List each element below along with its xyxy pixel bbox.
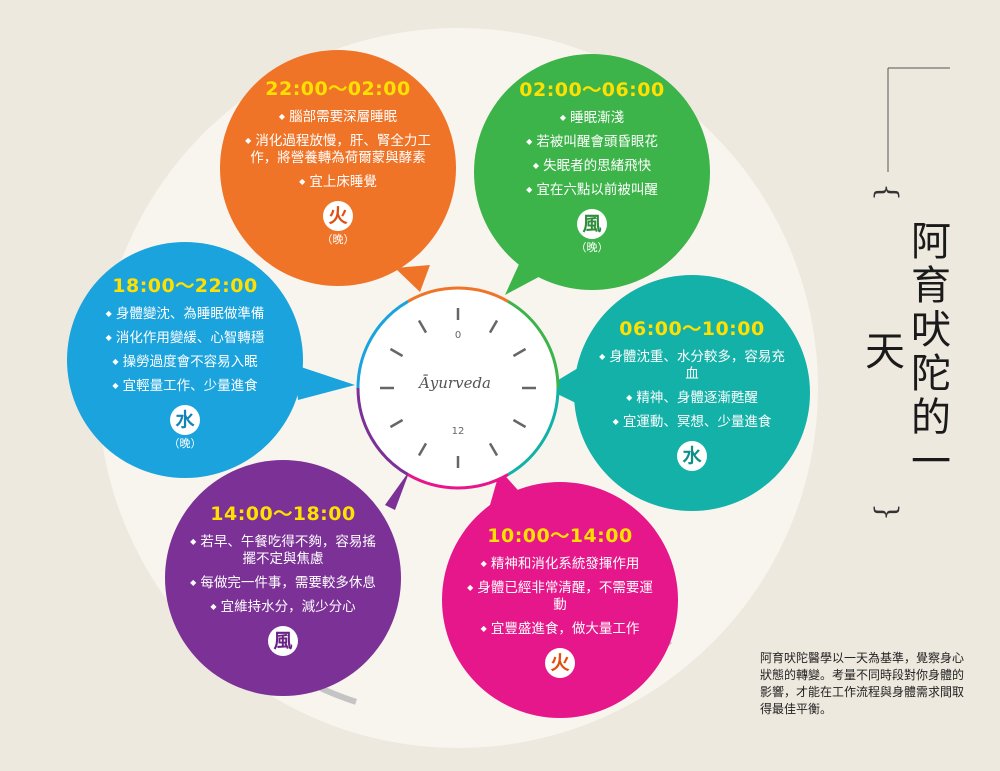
clock-tick xyxy=(417,442,428,457)
clock-tick xyxy=(512,418,527,429)
bubble-tail-2 xyxy=(545,368,580,405)
bubble-item: 宜運動、冥想、少量進食 xyxy=(595,413,789,431)
bubble-item: 消化作用變緩、心智轉穩 xyxy=(88,329,282,347)
clock-arc-0 xyxy=(407,286,509,303)
bubble-tail-4 xyxy=(385,470,410,510)
bubble-item: 身體變沈、為睡眠做準備 xyxy=(88,305,282,323)
bubble-item: 宜維持水分，減少分心 xyxy=(186,598,380,616)
bubble-tail-5 xyxy=(295,365,355,400)
bubble-item: 每做完一件事，需要較多休息 xyxy=(186,574,380,592)
bubble-time: 18:00～22:00 xyxy=(112,274,258,297)
element-badge: 風 xyxy=(268,625,298,656)
clock-tick xyxy=(488,442,499,457)
element-badge: 風 xyxy=(577,208,607,239)
bubble-time: 10:00～14:00 xyxy=(487,524,633,547)
time-bubble-0: 22:00～02:00 腦部需要深層睡眠消化過程放慢，肝、腎全力工作，將營養轉為荷… xyxy=(241,74,435,246)
clock-arc-5 xyxy=(356,300,409,389)
bubble-tail-1 xyxy=(505,262,548,295)
bubble-item: 精神和消化系統發揮作用 xyxy=(463,555,657,573)
bubble-time: 06:00～10:00 xyxy=(619,317,765,340)
bubble-item: 宜輕量工作、少量進食 xyxy=(88,377,282,395)
bubble-time: 02:00～06:00 xyxy=(519,78,665,101)
period-label: （晚） xyxy=(575,240,609,254)
clock-tick xyxy=(417,319,428,334)
bubble-item: 宜在六點以前被叫醒 xyxy=(495,181,689,199)
clock-arc-3 xyxy=(407,473,509,490)
time-bubble-4: 14:00～18:00 若早、午餐吃得不夠，容易搖擺不定與焦慮每做完一件事，需要較… xyxy=(186,499,380,658)
clock-tick xyxy=(389,347,404,358)
clock-ticks xyxy=(380,308,536,468)
bubble-item: 失眠者的思緒飛快 xyxy=(495,157,689,175)
bubble-item: 操勞過度會不容易入眠 xyxy=(88,353,282,371)
clock-tick xyxy=(512,347,527,358)
brace-top-glyph: { xyxy=(871,183,904,201)
period-label: （晚） xyxy=(168,436,202,450)
page-title: 阿育吠陀的一天 xyxy=(858,220,950,484)
bubble-item: 若早、午餐吃得不夠，容易搖擺不定與焦慮 xyxy=(186,533,380,568)
bubble-tail-0 xyxy=(395,265,430,292)
bubble-item: 睡眠漸淺 xyxy=(495,109,689,127)
element-badge: 火 xyxy=(323,201,353,231)
bubble-item: 消化過程放慢，肝、腎全力工作，將營養轉為荷爾蒙與酵素 xyxy=(241,132,435,167)
time-bubble-2: 06:00～10:00 身體沈重、水分較多，容易充血精神、身體逐漸甦醒宜運動、冥想… xyxy=(595,314,789,473)
bubble-item: 身體已經非常清醒，不需要運動 xyxy=(463,579,657,614)
title-box: { 阿育吠陀的一天 } xyxy=(858,182,950,522)
bubble-item: 宜豐盛進食，做大量工作 xyxy=(463,620,657,638)
period-label: （晚） xyxy=(321,233,355,246)
brace-bottom-glyph: } xyxy=(871,503,904,521)
clock-tick xyxy=(389,418,404,429)
description-text: 阿育吠陀醫學以一天為基準，覺察身心狀態的轉變。考量不同時段對你身體的影響，才能在… xyxy=(760,651,965,716)
bubble-item: 腦部需要深層睡眠 xyxy=(241,108,435,126)
bubble-item: 若被叫醒會頭昏眼花 xyxy=(495,133,689,151)
time-bubble-1: 02:00～06:00 睡眠漸淺若被叫醒會頭昏眼花失眠者的思緒飛快宜在六點以前被叫… xyxy=(495,75,689,254)
time-bubble-3: 10:00～14:00 精神和消化系統發揮作用身體已經非常清醒，不需要運動宜豐盛進… xyxy=(463,521,657,680)
element-badge: 水 xyxy=(170,404,200,435)
bubble-time: 22:00～02:00 xyxy=(265,78,411,100)
title-rule xyxy=(887,67,950,172)
clock-label: Āyurveda xyxy=(418,374,492,392)
bubble-item: 宜上床睡覺 xyxy=(241,173,435,191)
bubble-item: 精神、身體逐漸甦醒 xyxy=(595,389,789,407)
clock-tick xyxy=(488,319,499,334)
time-bubble-5: 18:00～22:00 身體變沈、為睡眠做準備消化作用變緩、心智轉穩操勞過度會不容… xyxy=(88,271,282,450)
bubble-time: 14:00～18:00 xyxy=(210,502,356,525)
element-badge: 火 xyxy=(545,647,575,678)
clock-arc-4 xyxy=(356,387,409,476)
clock-arc-1 xyxy=(507,300,560,389)
element-badge: 水 xyxy=(677,440,707,471)
bubble-item: 身體沈重、水分較多，容易充血 xyxy=(595,348,789,383)
clock-arc-2 xyxy=(507,387,560,476)
clock-number-zero: 0 xyxy=(454,330,462,341)
clock-number-twelve: 12 xyxy=(451,426,465,437)
